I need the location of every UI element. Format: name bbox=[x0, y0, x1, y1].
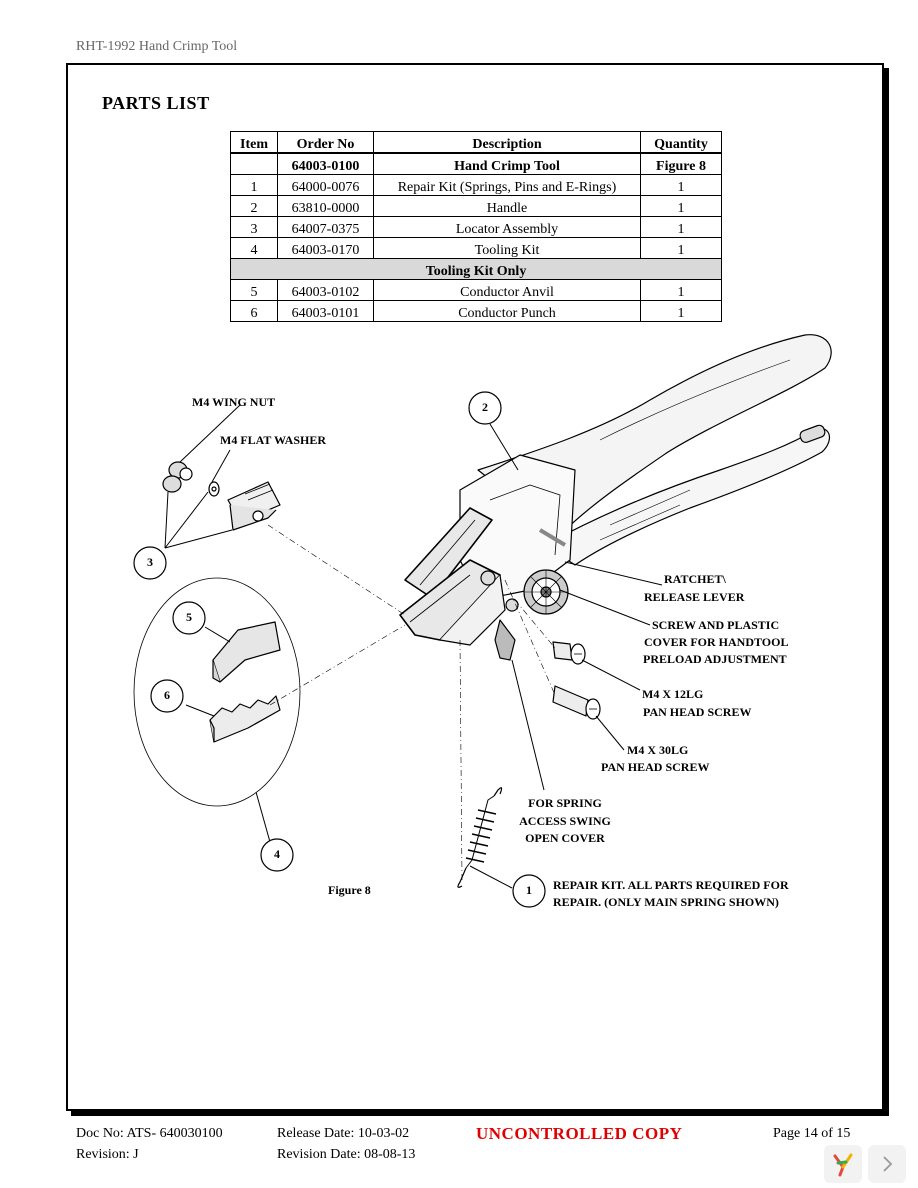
conductor-punch bbox=[209, 695, 281, 743]
footer-revision: Revision: J bbox=[76, 1147, 139, 1162]
label-m4x12-line1: M4 X 12LG bbox=[642, 687, 704, 701]
cell-order-no: 64007-0375 bbox=[277, 216, 374, 238]
label-repair-kit-line2: REPAIR. (ONLY MAIN SPRING SHOWN) bbox=[553, 895, 779, 909]
cell-order-no: 64003-0102 bbox=[277, 279, 374, 301]
callout-number-3: 3 bbox=[147, 555, 153, 569]
label-spring-access-line2: ACCESS SWING bbox=[519, 814, 611, 828]
tooling-kit-circle bbox=[133, 577, 301, 807]
label-repair-kit-line1: REPAIR KIT. ALL PARTS REQUIRED FOR bbox=[553, 878, 789, 892]
callout-number-6: 6 bbox=[164, 688, 170, 702]
ratchet-gear bbox=[523, 569, 569, 615]
main-spring bbox=[457, 787, 503, 888]
wing-nut bbox=[162, 461, 193, 493]
callout-number-2: 2 bbox=[482, 400, 488, 414]
conductor-anvil bbox=[212, 621, 281, 683]
callout-2 bbox=[468, 391, 502, 425]
label-screw-cover-line2: COVER FOR HANDTOOL bbox=[644, 635, 789, 649]
label-spring-access-line1: FOR SPRING bbox=[528, 796, 602, 810]
callout-3 bbox=[133, 546, 167, 580]
label-screw-cover-line1: SCREW AND PLASTIC bbox=[652, 618, 780, 632]
upper-jaw bbox=[404, 507, 493, 599]
label-screw-cover-line3: PRELOAD ADJUSTMENT bbox=[643, 652, 787, 666]
header-quantity: Quantity bbox=[640, 131, 722, 154]
header-item: Item bbox=[230, 131, 278, 154]
label-ratchet-line2: RELEASE LEVER bbox=[644, 590, 745, 604]
label-flat-washer: M4 FLAT WASHER bbox=[220, 433, 327, 447]
footer-page-number: Page 14 of 15 bbox=[773, 1126, 851, 1141]
m4x30-screw bbox=[552, 685, 601, 720]
label-m4x30-line2: PAN HEAD SCREW bbox=[601, 760, 710, 774]
figure-caption: Figure 8 bbox=[328, 883, 371, 897]
label-m4x12-line2: PAN HEAD SCREW bbox=[643, 705, 752, 719]
callout-4 bbox=[260, 838, 294, 872]
footer-doc-no: Doc No: ATS- 640030100 bbox=[76, 1126, 223, 1141]
section-title: PARTS LIST bbox=[102, 93, 210, 113]
document-header-title: RHT-1992 Hand Crimp Tool bbox=[76, 39, 238, 54]
next-page-button[interactable] bbox=[868, 1145, 906, 1183]
label-ratchet-line1: RATCHET\ bbox=[664, 572, 726, 586]
callout-6 bbox=[150, 679, 184, 713]
flat-washer bbox=[208, 481, 220, 497]
cell-description: Conductor Punch bbox=[373, 300, 641, 322]
cell-item: 6 bbox=[230, 300, 278, 322]
header-order-no: Order No bbox=[277, 131, 374, 154]
table-row: 4 64003-0170 Tooling Kit 1 bbox=[230, 237, 722, 259]
callout-number-4: 4 bbox=[274, 847, 280, 861]
viewer-logo-button[interactable] bbox=[824, 1145, 862, 1183]
chevron-right-icon bbox=[883, 1156, 893, 1172]
table-header-row: Item Order No Description Quantity bbox=[230, 131, 722, 154]
label-spring-access-line3: OPEN COVER bbox=[525, 831, 605, 845]
table-row: 6 64003-0101 Conductor Punch 1 bbox=[230, 300, 722, 322]
table-row: 1 64000-0076 Repair Kit (Springs, Pins a… bbox=[230, 174, 722, 196]
m4x12-screw bbox=[552, 641, 586, 665]
cell-order-no: 63810-0000 bbox=[277, 195, 374, 217]
callout-number-5: 5 bbox=[186, 610, 192, 624]
viewer-logo-icon bbox=[833, 1153, 853, 1177]
table-row: 64003-0100 Hand Crimp Tool Figure 8 bbox=[230, 152, 722, 175]
section-row-label: Tooling Kit Only bbox=[230, 258, 722, 280]
callout-5 bbox=[172, 601, 206, 635]
footer-release-date: Release Date: 10-03-02 bbox=[277, 1126, 410, 1141]
callout-number-1: 1 bbox=[526, 883, 532, 897]
uncontrolled-copy-stamp: UNCONTROLLED COPY bbox=[476, 1124, 683, 1143]
parts-list-table: Item Order No Description Quantity 64003… bbox=[230, 131, 722, 322]
locator-assembly bbox=[227, 481, 281, 531]
footer-revision-date: Revision Date: 08-08-13 bbox=[277, 1147, 416, 1162]
table-section-row: Tooling Kit Only bbox=[230, 258, 722, 280]
label-wing-nut: M4 WING NUT bbox=[192, 395, 276, 409]
callout-1 bbox=[512, 874, 546, 908]
cell-order-no: 64003-0101 bbox=[277, 300, 374, 322]
cell-quantity: 1 bbox=[640, 300, 722, 322]
label-m4x30-line1: M4 X 30LG bbox=[627, 743, 689, 757]
lower-handle bbox=[544, 428, 831, 566]
